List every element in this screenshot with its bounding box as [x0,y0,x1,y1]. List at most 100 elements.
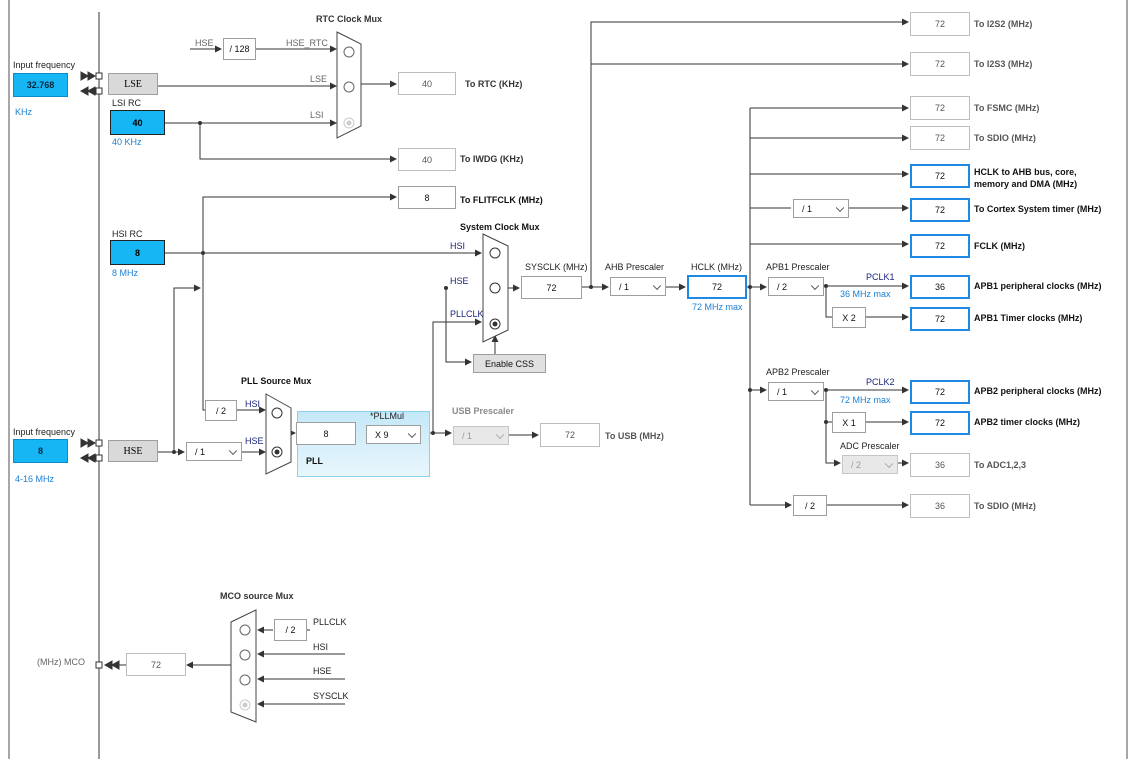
chevron-down-icon [810,281,820,290]
i2s3-output-label: To I2S3 (MHz) [974,59,1033,69]
pll-source-mux-title: PLL Source Mux [241,376,312,386]
flitfclk-output-label: To FLITFCLK (MHz) [460,195,543,205]
sysclk-in-hse: HSE [450,276,469,286]
chevron-down-icon [652,281,662,290]
pll-mul-select[interactable]: X 9 [366,425,421,444]
ahb-prescaler-value: / 1 [619,281,630,292]
ahb-prescaler-select[interactable]: / 1 [610,277,666,296]
hse-rtc-divider: / 128 [223,38,256,60]
mco-in-sysclk: SYSCLK [313,691,349,701]
enable-css-button[interactable]: Enable CSS [473,354,546,373]
pll-mul-label: *PLLMul [370,411,405,421]
sdio-divider: / 2 [793,495,827,516]
iwdg-output-label: To IWDG (KHz) [460,154,524,164]
sysclk-mux-title: System Clock Mux [460,222,540,232]
mco-output-value: 72 [126,653,186,676]
ahb-prescaler-title: AHB Prescaler [605,262,665,272]
hclk-output-label-line1: HCLK to AHB bus, core, [974,167,1077,177]
mco-in-hsi: HSI [313,642,329,652]
hse-prediv-select[interactable]: / 1 [186,442,242,461]
apb2-prescaler-title: APB2 Prescaler [766,367,830,377]
chevron-down-icon [495,430,505,439]
hsi-pll-divider: / 2 [205,400,237,421]
pclk1-label: PCLK1 [866,272,895,282]
hse-input-label: Input frequency [13,427,76,437]
fclk-output-value: 72 [910,234,970,258]
sysclk-label: SYSCLK (MHz) [525,262,588,272]
chevron-down-icon [810,386,820,395]
fsmc-output-label: To FSMC (MHz) [974,103,1040,113]
sdio-top-output-label: To SDIO (MHz) [974,133,1036,143]
flitfclk-output-value: 8 [398,186,456,209]
mco-label: (MHz) MCO [37,657,85,667]
hse-unit: 4-16 MHz [15,474,55,484]
sdio-top-output-value: 72 [910,126,970,150]
mco-mux-title: MCO source Mux [220,591,294,601]
hsi-rc-block[interactable]: 8 [110,240,165,265]
adc-prescaler-title: ADC Prescaler [840,441,900,451]
usb-output-value: 72 [540,423,600,447]
hclk-value: 72 [687,275,747,299]
rtc-in-hse: HSE [195,38,214,48]
fsmc-output-value: 72 [910,96,970,120]
adc-prescaler-value: / 2 [851,459,862,470]
lse-input-label: Input frequency [13,60,76,70]
i2s2-output-label: To I2S2 (MHz) [974,19,1033,29]
apb1-prescaler-value: / 2 [777,281,788,292]
lse-frequency-input[interactable]: 32.768 [13,73,68,97]
lsi-rc-label: LSI RC [112,98,142,108]
hsi-unit: 8 MHz [112,268,139,278]
chevron-down-icon [835,203,845,212]
cortex-divider-value: / 1 [802,203,813,214]
usb-prescaler-title: USB Prescaler [452,406,515,416]
hse-prediv-value: / 1 [195,446,206,457]
pclk2-label: PCLK2 [866,377,895,387]
apb1-timer-output-value: 72 [910,307,970,331]
apb2-peripheral-output-value: 72 [910,380,970,404]
pll-input-value: 8 [296,422,356,445]
mco-pll-divider: / 2 [274,619,307,641]
cortex-output-value: 72 [910,198,970,222]
apb2-timer-multiplier: X 1 [832,412,866,433]
mco-in-pllclk: PLLCLK [313,617,347,627]
i2s3-output-value: 72 [910,52,970,76]
hclk-label: HCLK (MHz) [691,262,742,272]
hclk-output-value: 72 [910,164,970,188]
usb-prescaler-value: / 1 [462,430,473,441]
lse-block: LSE [108,73,158,95]
i2s2-output-value: 72 [910,12,970,36]
chevron-down-icon [884,459,894,468]
adc-output-value: 36 [910,453,970,477]
apb2-prescaler-select[interactable]: / 1 [768,382,824,401]
apb2-max: 72 MHz max [840,395,891,405]
hclk-output-label-line2: memory and DMA (MHz) [974,179,1078,189]
pll-name: PLL [306,456,323,466]
chevron-down-icon [228,446,238,455]
hse-frequency-input[interactable]: 8 [13,439,68,463]
adc-output-label: To ADC1,2,3 [974,460,1027,470]
apb1-prescaler-select[interactable]: / 2 [768,277,824,296]
pll-in-hse: HSE [245,436,264,446]
rtc-output-value: 40 [398,72,456,95]
apb2-timer-output-label: APB2 timer clocks (MHz) [974,417,1081,427]
pll-source-mux-shape [265,393,292,475]
apb1-max: 36 MHz max [840,289,891,299]
adc-prescaler-select[interactable]: / 2 [842,455,898,474]
cortex-output-label: To Cortex System timer (MHz) [974,204,1102,214]
fclk-output-label: FCLK (MHz) [974,241,1025,251]
hclk-max: 72 MHz max [692,302,743,312]
cortex-divider-select[interactable]: / 1 [793,199,849,218]
lse-unit: KHz [15,107,33,117]
rtc-in-lsi: LSI [310,110,324,120]
hsi-rc-label: HSI RC [112,229,143,239]
apb2-peripheral-output-label: APB2 peripheral clocks (MHz) [974,386,1102,396]
lsi-unit: 40 KHz [112,137,142,147]
lsi-rc-block[interactable]: 40 [110,110,165,135]
apb1-prescaler-title: APB1 Prescaler [766,262,830,272]
usb-prescaler-select[interactable]: / 1 [453,426,509,445]
apb1-timer-multiplier: X 2 [832,307,866,328]
sysclk-in-pllclk: PLLCLK [450,309,484,319]
mco-mux-shape [230,609,257,723]
